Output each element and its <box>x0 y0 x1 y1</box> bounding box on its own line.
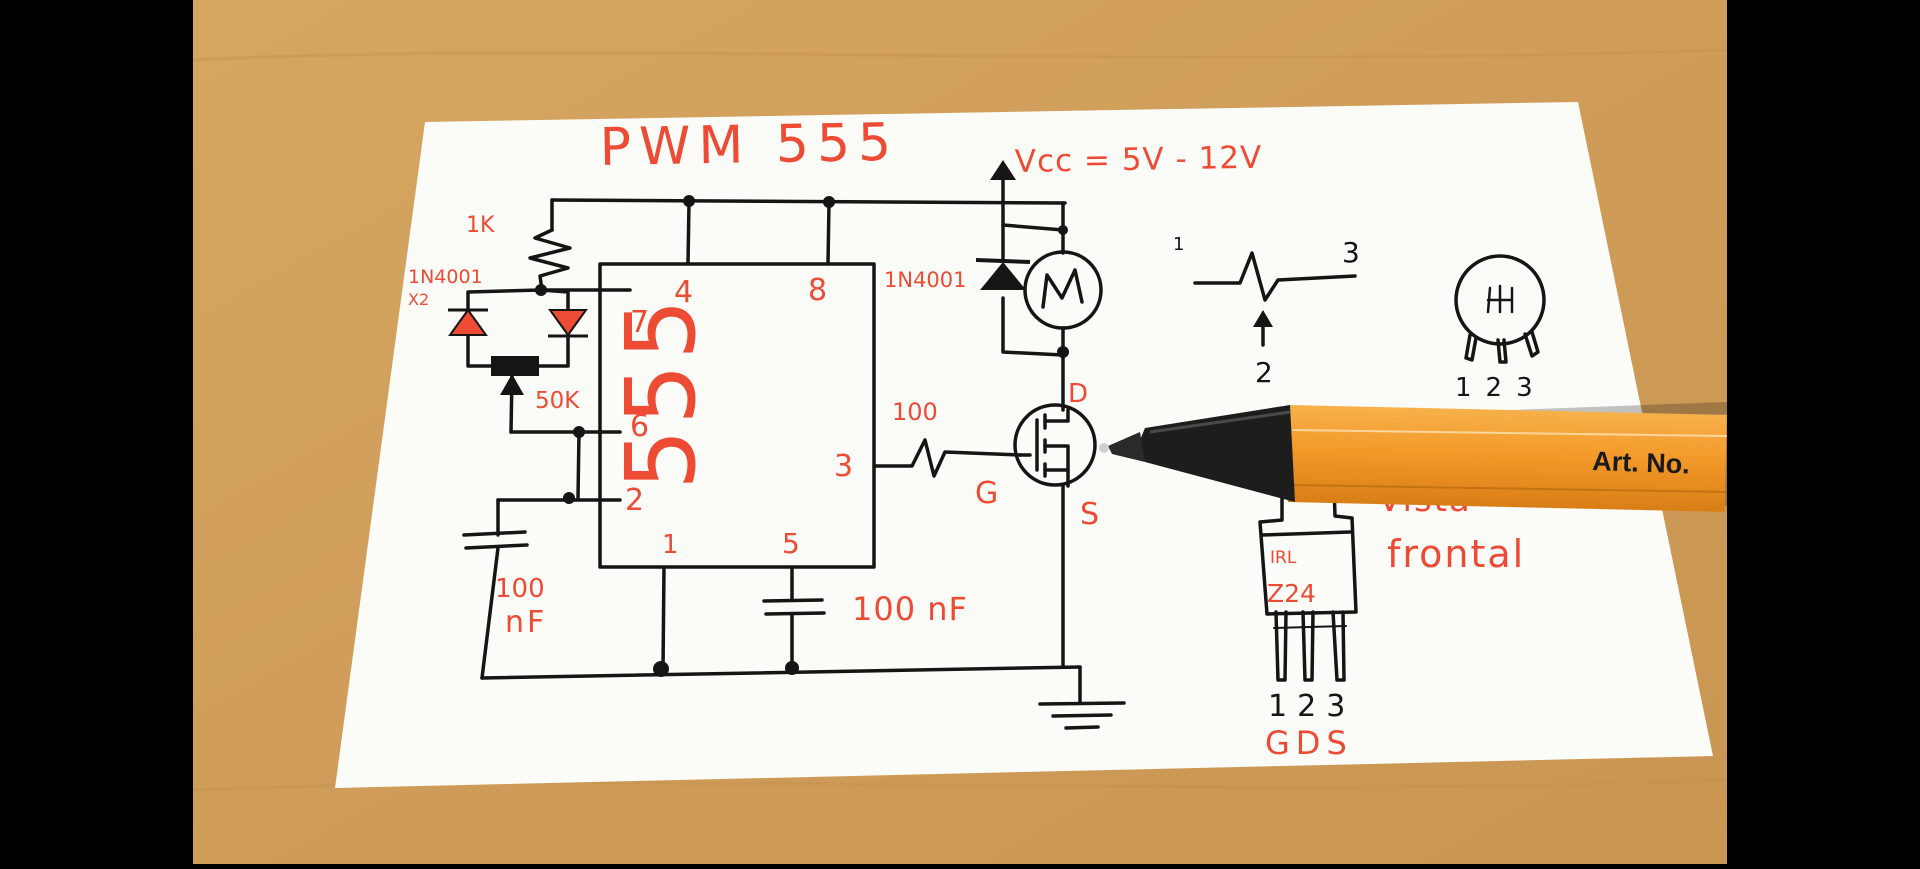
marker-pen: Art. No. <box>1099 402 1728 512</box>
timing-cap-unit: nF <box>505 605 547 640</box>
package-pin-numbers: 123 <box>1268 689 1355 724</box>
pin-6: 6 <box>630 409 649 444</box>
potentiometer-body <box>491 356 539 376</box>
pot-pin-right: 3 <box>1342 236 1360 269</box>
mosfet-part-line1: IRL <box>1270 548 1297 568</box>
view-line2: frontal <box>1387 532 1525 576</box>
resistor-1k-label: 1K <box>466 213 495 238</box>
pot-pin-left: 1 <box>1173 234 1184 255</box>
pot-pin-wiper: 2 <box>1255 356 1273 389</box>
pin-8: 8 <box>808 273 827 308</box>
card-black-annotations: M 1 3 2 123 123 <box>1173 234 1547 724</box>
pin-7: 7 <box>630 305 649 340</box>
chip-label: 555 <box>605 295 717 490</box>
right-black-bar <box>1727 0 1920 864</box>
diode-pair-label: 1N4001 <box>408 266 483 288</box>
package-pin-names: GDS <box>1265 724 1353 762</box>
mosfet-source-label: S <box>1080 497 1099 532</box>
pin-3: 3 <box>834 449 853 484</box>
pot-bottom-pins: 123 <box>1455 373 1547 403</box>
left-black-bar <box>0 0 193 864</box>
mosfet-drain-label: D <box>1068 379 1088 409</box>
control-cap-label: 100 nF <box>852 590 968 628</box>
diode-qty-label: X2 <box>408 290 429 309</box>
pen-label: Art. No. <box>1592 446 1690 479</box>
circuit-wiring <box>462 176 1546 730</box>
card-annotations: PWM 555 Vcc = 5V - 12V 1K 1N4001 X2 50K … <box>408 113 1525 762</box>
arrow-heads <box>500 160 1273 395</box>
flyback-diode-label: 1N4001 <box>884 268 967 292</box>
pot-50k-label: 50K <box>535 388 580 414</box>
red-diode-pair <box>448 308 588 338</box>
mosfet-gate-label: G <box>975 476 998 511</box>
pin-1: 1 <box>662 530 679 560</box>
junction-dots <box>535 195 1069 677</box>
pin-5: 5 <box>782 527 800 560</box>
supply-label: Vcc = 5V - 12V <box>1015 140 1263 180</box>
pin-4: 4 <box>674 275 693 310</box>
flyback-diode-bar <box>975 258 1031 264</box>
pin-2: 2 <box>625 483 644 518</box>
timing-cap-value: 100 <box>495 574 545 604</box>
paper-card <box>335 102 1713 788</box>
gate-resistor-label: 100 <box>892 398 938 426</box>
mosfet-part-line2: Z24 <box>1267 579 1316 608</box>
title-text: PWM 555 <box>599 113 899 178</box>
